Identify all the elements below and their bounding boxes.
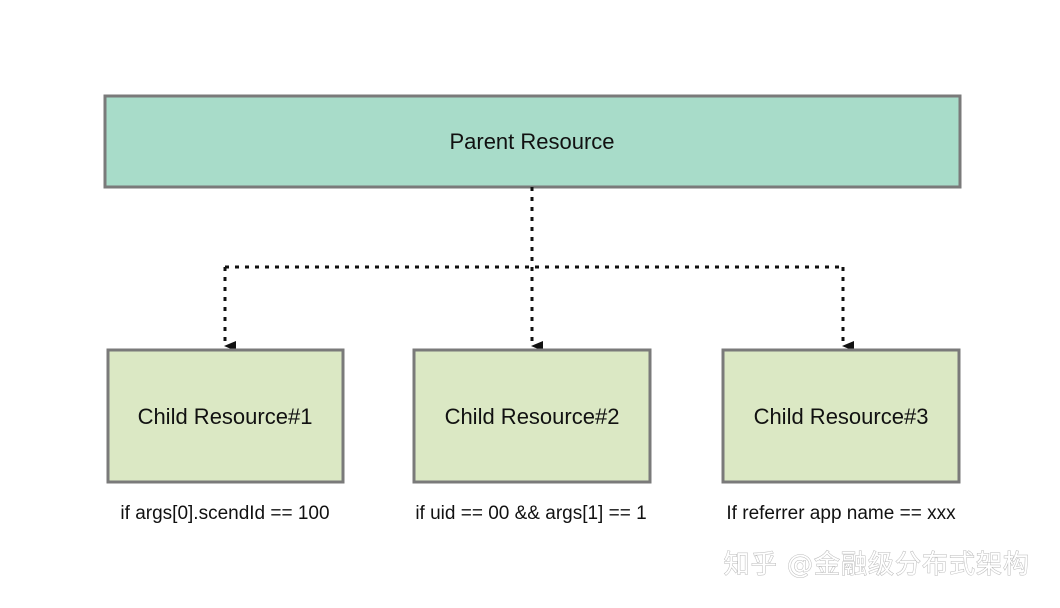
child-resource-label-1: Child Resource#1 [138,404,313,429]
child-resource-box-3 [721,348,961,484]
child-resource-node-2: Child Resource#2 if uid == 00 && args[1]… [412,348,652,524]
child-condition-1: if args[0].scendId == 100 [120,503,329,524]
parent-resource-box [103,94,962,189]
parent-resource-label: Parent Resource [449,129,614,154]
connector-lines [223,187,854,351]
watermark-text: 知乎 @金融级分布式架构 [724,550,1030,580]
parent-resource-node: Parent Resource [103,94,962,189]
child-resource-box-2 [412,348,652,484]
child-condition-2: if uid == 00 && args[1] == 1 [415,503,646,524]
child-resource-label-3: Child Resource#3 [754,404,929,429]
child-resource-node-3: Child Resource#3 If referrer app name ==… [721,348,961,524]
child-resource-box-1 [106,348,345,484]
child-condition-3: If referrer app name == xxx [726,503,956,524]
child-resource-label-2: Child Resource#2 [445,404,620,429]
child-resource-node-1: Child Resource#1 if args[0].scendId == 1… [106,348,345,524]
